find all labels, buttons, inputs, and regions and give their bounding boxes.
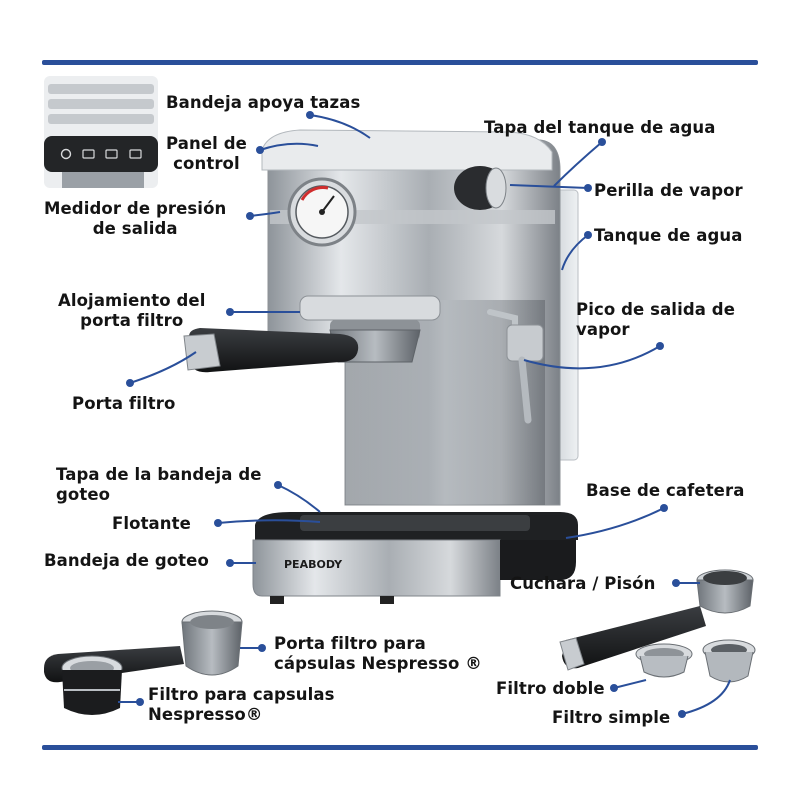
brand-logo: PEABODY	[284, 558, 343, 571]
single-filter-icon	[702, 639, 756, 683]
steam-knob-icon	[454, 166, 507, 210]
bottom-divider	[42, 745, 758, 750]
label-line: vapor	[576, 320, 630, 339]
label-perilla-de-vapor: Perilla de vapor	[594, 181, 743, 200]
capsule-portafilter-icon	[181, 610, 243, 676]
label-alojamiento-porta-filtro: Alojamiento del porta filtro	[58, 291, 205, 331]
label-line: Medidor de presión	[44, 199, 227, 218]
label-base-de-cafetera: Base de cafetera	[586, 481, 745, 500]
top-divider	[42, 60, 758, 65]
cup-tray-inset	[44, 76, 158, 188]
label-flotante: Flotante	[112, 514, 191, 533]
label-filtro-doble: Filtro doble	[496, 679, 605, 698]
label-line: porta filtro	[80, 311, 184, 330]
label-filtro-simple: Filtro simple	[552, 708, 671, 727]
label-porta-filtro-capsulas: Porta filtro para cápsulas Nespresso ®	[274, 634, 482, 674]
label-line: control	[173, 154, 240, 173]
label-line: Filtro para capsulas	[148, 685, 335, 704]
double-filter-icon	[635, 643, 693, 678]
label-line: Porta filtro para	[274, 634, 426, 653]
label-panel-de-control: Panel de control	[166, 134, 247, 174]
label-line: Pico de salida de	[576, 300, 736, 319]
leader-dots	[126, 111, 686, 718]
pressure-gauge-icon	[287, 177, 357, 247]
label-bandeja-apoya-tazas: Bandeja apoya tazas	[166, 93, 361, 112]
label-porta-filtro: Porta filtro	[72, 394, 176, 413]
label-line: Panel de	[166, 134, 247, 153]
label-tanque-de-agua: Tanque de agua	[594, 226, 743, 245]
label-line: goteo	[56, 485, 111, 504]
label-medidor-presion: Medidor de presión de salida	[44, 199, 226, 239]
label-tapa-tanque-agua: Tapa del tanque de agua	[484, 118, 716, 137]
label-bandeja-de-goteo: Bandeja de goteo	[44, 551, 209, 570]
label-line: Alojamiento del	[58, 291, 206, 310]
label-pico-salida-vapor: Pico de salida de vapor	[576, 300, 735, 340]
label-line: Tapa de la bandeja de	[56, 465, 262, 484]
tamper-icon	[696, 569, 754, 614]
label-line: cápsulas Nespresso ®	[274, 654, 482, 673]
label-filtro-capsulas: Filtro para capsulas Nespresso®	[148, 685, 335, 725]
label-tapa-bandeja-goteo: Tapa de la bandeja de goteo	[56, 465, 262, 505]
leader-lines	[118, 114, 731, 715]
label-cuchara-pison: Cuchara / Pisón	[510, 574, 656, 593]
capsule-filter-icon	[61, 655, 123, 715]
label-line: Nespresso®	[148, 705, 263, 724]
label-line: de salida	[92, 219, 178, 238]
